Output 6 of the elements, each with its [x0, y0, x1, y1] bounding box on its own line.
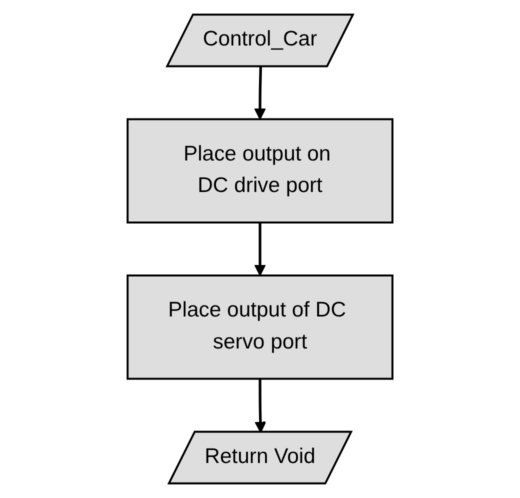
arrow	[254, 66, 266, 120]
arrow	[254, 222, 266, 276]
flowchart: Control_Car Place output on DC drive port Place output of DC servo port Return Void	[116, 4, 404, 494]
node-box	[126, 118, 394, 224]
arrow	[254, 378, 266, 433]
node-box	[126, 274, 394, 380]
